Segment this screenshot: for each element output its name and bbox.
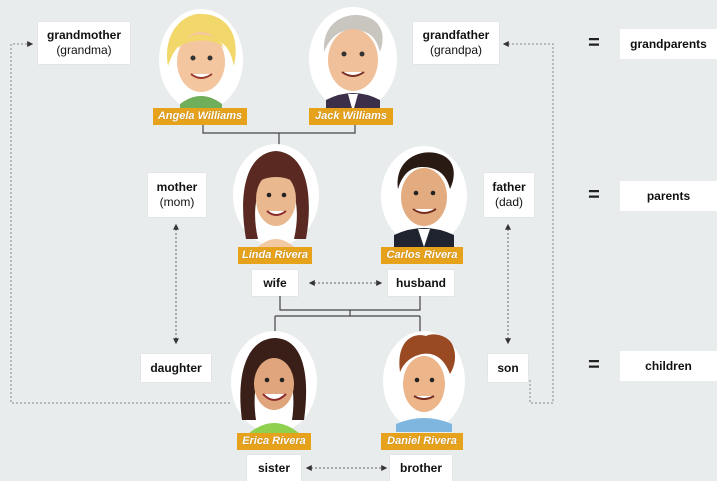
grandma-text: (grandma): [56, 43, 112, 57]
father-name-tag: Carlos Rivera: [381, 247, 463, 264]
sister-label: sister: [247, 455, 301, 481]
daughter-label: daughter: [141, 354, 211, 382]
mom-text: (mom): [159, 195, 195, 209]
equals-sign-grandparents: =: [588, 32, 600, 54]
daughter-text: daughter: [150, 360, 202, 375]
grandfather-text: grandfather: [422, 28, 490, 42]
grandmother-label: grandmother (grandma): [38, 22, 130, 64]
equals-sign-children: =: [588, 354, 600, 376]
son-text: son: [497, 360, 519, 375]
father-label: father (dad): [484, 173, 534, 217]
dad-text: (dad): [494, 195, 523, 209]
grandmother-name-tag: Angela Williams: [153, 108, 247, 125]
grandmother-portrait: [159, 9, 243, 112]
father-text: father: [492, 180, 526, 194]
brother-label: brother: [390, 455, 452, 481]
brother-text: brother: [400, 460, 442, 475]
grandson-loop: [502, 41, 554, 404]
grandfather-label: grandfather (grandpa): [413, 22, 499, 64]
father-portrait: [381, 146, 467, 247]
wife-label: wife: [252, 270, 298, 296]
grandfather-portrait: [309, 7, 397, 112]
mother-name-tag: Linda Rivera: [238, 247, 312, 264]
parents-box: parents: [620, 181, 717, 211]
husband-text: husband: [396, 275, 446, 290]
grandmother-text: grandmother: [46, 28, 121, 42]
parents-connector: [274, 294, 421, 334]
grandparents-box: grandparents: [620, 29, 717, 59]
granddaughter-loop: [10, 41, 230, 404]
children-box: children: [620, 351, 717, 381]
grandpa-text: (grandpa): [429, 43, 483, 57]
son-name-tag: Daniel Rivera: [381, 433, 463, 450]
son-label: son: [488, 354, 528, 382]
mother-label: mother (mom): [148, 173, 206, 217]
grandfather-name-tag: Jack Williams: [309, 108, 393, 125]
mother-portrait: [233, 144, 319, 247]
equals-sign-parents: =: [588, 184, 600, 206]
husband-label: husband: [388, 270, 454, 296]
son-portrait: [383, 331, 465, 432]
daughter-portrait: [231, 331, 317, 434]
sister-text: sister: [257, 460, 291, 475]
mother-text: mother: [156, 180, 198, 194]
wife-text: wife: [263, 275, 287, 290]
daughter-name-tag: Erica Rivera: [237, 433, 311, 450]
